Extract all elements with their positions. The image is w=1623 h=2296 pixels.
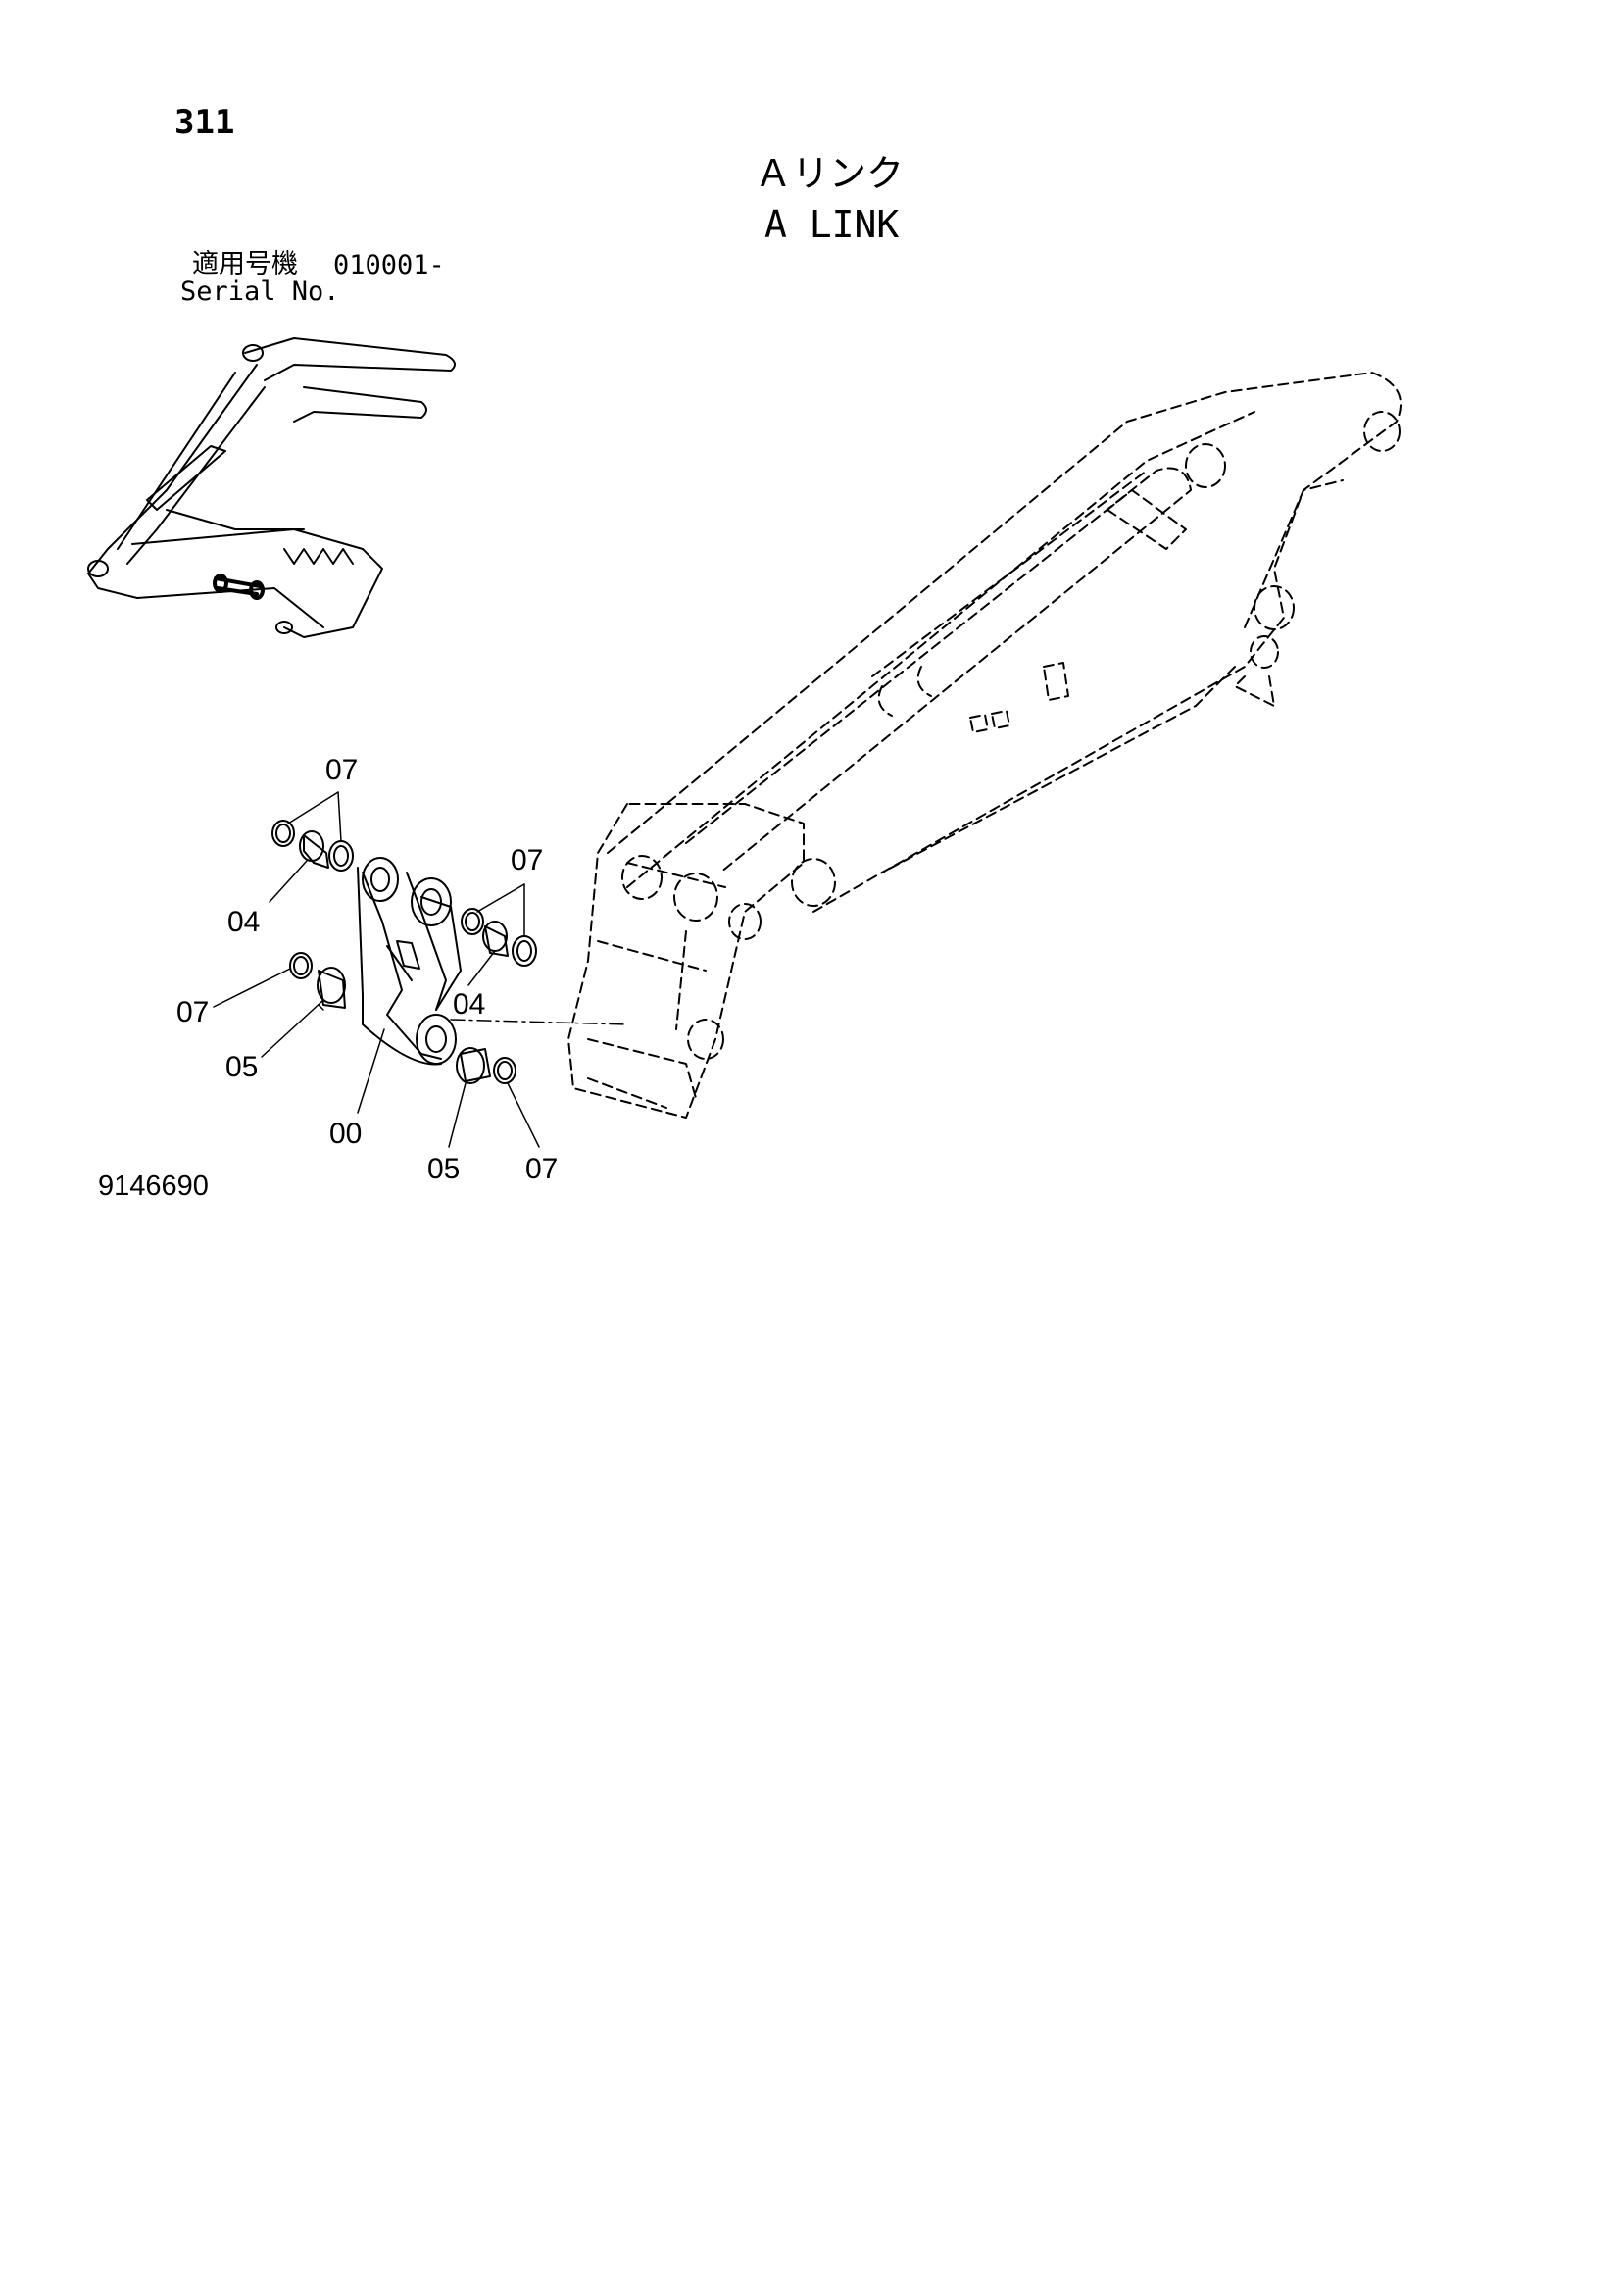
callout-07: 07 — [325, 754, 358, 786]
leader-lines — [213, 791, 540, 1148]
bushings-and-seals — [271, 820, 537, 1084]
callout-05: 05 — [225, 1051, 258, 1083]
callout-00: 00 — [329, 1118, 362, 1150]
serial-label-english: Serial No. — [180, 276, 340, 307]
title-japanese: Ａリンク — [755, 152, 905, 195]
callout-04: 04 — [453, 988, 485, 1021]
arm-context-drawing — [567, 372, 1402, 1119]
callout-07: 07 — [176, 996, 209, 1028]
figure-number: 9146690 — [98, 1171, 209, 1202]
callout-07: 07 — [511, 844, 543, 876]
callout-labels: 07 04 07 04 07 05 00 05 07 — [176, 754, 558, 1185]
alignment-line — [450, 1019, 628, 1025]
serial-number-value: 010001- — [333, 250, 445, 280]
a-link-part-00 — [357, 857, 462, 1066]
callout-05: 05 — [427, 1153, 460, 1185]
page-number: 311 — [174, 103, 235, 142]
serial-label-japanese: 適用号機 — [192, 249, 298, 279]
overview-thumbnail — [87, 337, 456, 638]
callout-04: 04 — [227, 906, 260, 938]
title-english: A LINK — [764, 203, 900, 246]
callout-07: 07 — [525, 1153, 558, 1185]
